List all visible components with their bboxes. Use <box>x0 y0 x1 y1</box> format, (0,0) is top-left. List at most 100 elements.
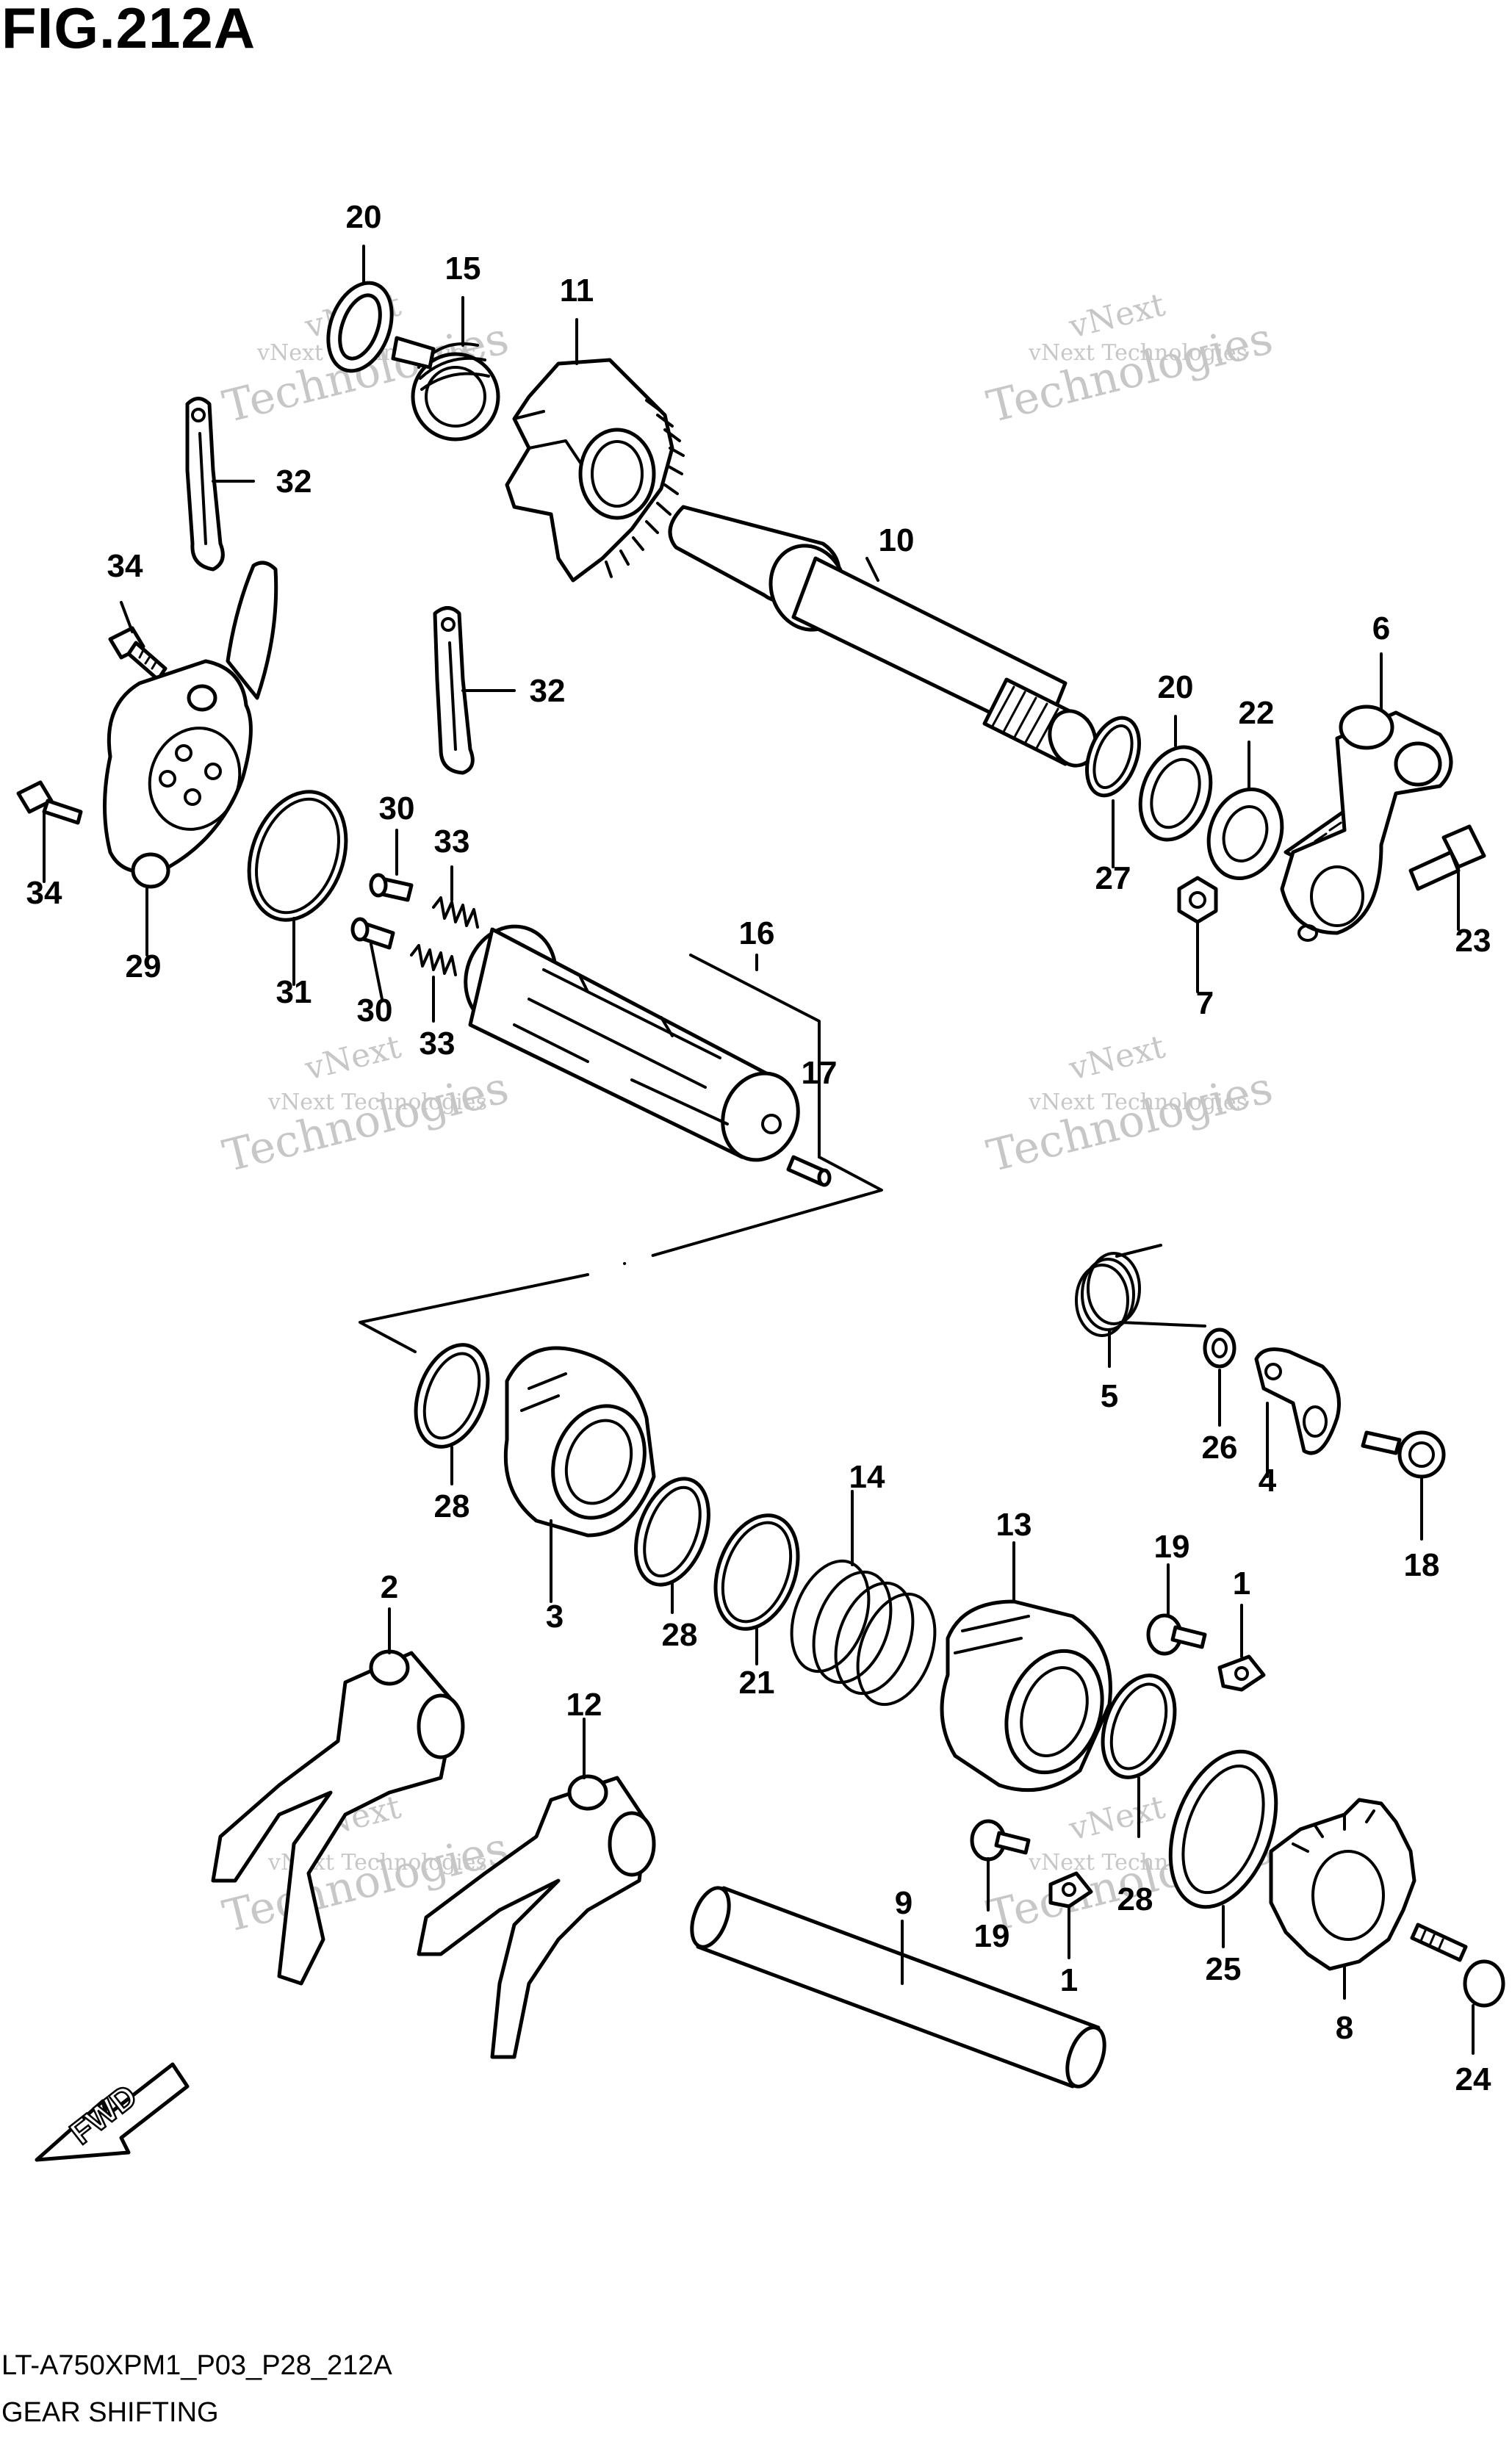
part-stopper-plate-4 <box>1254 1347 1341 1455</box>
callout-9: 9 <box>895 1885 912 1921</box>
part-strap-32-mid <box>433 606 475 775</box>
callout-31: 31 <box>276 974 312 1010</box>
part-circlip-28-b <box>634 1477 710 1587</box>
watermark-text: vNext Technologies <box>267 1089 487 1115</box>
callout-labels: 20 15 11 32 10 34 20 22 6 32 27 34 29 30… <box>26 199 1491 2097</box>
callout-28: 28 <box>662 1617 698 1653</box>
part-coil-spring-14 <box>790 1559 937 1707</box>
part-shift-shaft-10 <box>668 505 1098 768</box>
watermark-3: vNext Technologies vNext Technologies <box>218 1028 514 1182</box>
callout-30: 30 <box>357 992 393 1028</box>
part-bearing-22 <box>1206 787 1284 881</box>
part-pin-30-a <box>369 873 414 902</box>
callout-13: 13 <box>996 1507 1032 1543</box>
callout-12: 12 <box>566 1687 602 1723</box>
part-bolt-24 <box>1410 1923 1505 2008</box>
callout-24: 24 <box>1455 2061 1491 2097</box>
part-bolt-34-bottom <box>16 780 83 825</box>
part-spring-33-a <box>432 896 479 929</box>
callout-11: 11 <box>560 273 594 309</box>
watermark-text: vNext <box>300 1028 405 1088</box>
callout-4: 4 <box>1259 1463 1277 1499</box>
watermark-text: vNext <box>1065 286 1169 346</box>
part-cover-29 <box>103 561 278 889</box>
part-nut-7 <box>1177 876 1218 924</box>
part-drum-gear-13 <box>940 1599 1112 1793</box>
part-o-ring-31 <box>247 790 348 922</box>
callout-26: 26 <box>1202 1430 1238 1466</box>
part-stopper-arm-6 <box>1280 705 1453 942</box>
callout-33: 33 <box>420 1026 456 1062</box>
callout-17: 17 <box>802 1055 838 1091</box>
part-washer-1-b <box>1048 1871 1093 1909</box>
callout-23: 23 <box>1455 923 1491 959</box>
fwd-arrow-icon: FWD <box>35 2062 190 2162</box>
callout-34: 34 <box>26 875 62 911</box>
callout-3: 3 <box>546 1599 564 1635</box>
callout-22: 22 <box>1239 695 1275 731</box>
callout-21: 21 <box>739 1665 775 1701</box>
watermark-text: Technologies <box>218 1062 514 1183</box>
part-shift-fork-12 <box>417 1774 656 2059</box>
figure-model-code: LT-A750XPM1_P03_P28_212A <box>1 2350 392 2381</box>
part-washer-21 <box>713 1513 800 1631</box>
watermark-text: vNext Technologies <box>1028 340 1248 366</box>
part-bolt-19-b <box>970 1819 1031 1862</box>
callout-2: 2 <box>381 1569 398 1605</box>
callout-25: 25 <box>1206 1951 1242 1987</box>
callout-19: 19 <box>1154 1529 1190 1565</box>
callout-16: 16 <box>739 915 775 951</box>
callout-7: 7 <box>1196 985 1214 1021</box>
callout-19: 19 <box>974 1918 1010 1954</box>
part-pin-17 <box>786 1155 832 1187</box>
part-bolt-34-top <box>108 626 168 682</box>
callout-28: 28 <box>1117 1881 1153 1917</box>
figure-title: FIG.212A <box>1 0 256 60</box>
part-washer-1-a <box>1217 1654 1266 1692</box>
callout-30: 30 <box>379 790 415 826</box>
callout-8: 8 <box>1336 2010 1353 2046</box>
part-bolt-18 <box>1361 1430 1446 1479</box>
callout-29: 29 <box>126 948 162 984</box>
part-gear-3 <box>503 1346 656 1538</box>
callout-32: 32 <box>276 464 312 500</box>
part-bearing-25 <box>1168 1749 1278 1909</box>
part-gear-8 <box>1269 1798 1416 1971</box>
part-circlip-27 <box>1085 716 1141 798</box>
part-bolt-23 <box>1408 824 1486 891</box>
callout-27: 27 <box>1095 860 1131 896</box>
callout-1: 1 <box>1060 1962 1078 1998</box>
part-spring-33-b <box>410 944 457 976</box>
part-shift-quadrant-11 <box>505 358 685 583</box>
watermark-2: vNext Technologies vNext Technologies <box>982 286 1278 433</box>
callout-10: 10 <box>879 522 915 558</box>
callout-6: 6 <box>1372 610 1390 646</box>
watermark-4: vNext Technologies vNext Technologies <box>982 1028 1278 1182</box>
part-bolt-19-a <box>1146 1613 1207 1656</box>
part-washer-26 <box>1203 1327 1236 1369</box>
part-spring-15 <box>391 336 500 442</box>
callout-34: 34 <box>107 548 143 584</box>
part-circlip-28-c <box>1101 1674 1177 1779</box>
part-fork-shaft-9 <box>690 1886 1106 2089</box>
part-circlip-28-a <box>414 1343 490 1449</box>
figure-name: GEAR SHIFTING <box>1 2397 219 2428</box>
part-shift-cam-16 <box>464 924 800 1162</box>
callout-15: 15 <box>445 251 481 287</box>
callout-18: 18 <box>1404 1547 1440 1583</box>
watermark-text: vNext <box>1065 1788 1169 1848</box>
part-torsion-spring-5 <box>1075 1244 1206 1337</box>
part-pin-30-b <box>350 917 395 950</box>
callout-33: 33 <box>434 824 470 860</box>
callout-28: 28 <box>434 1488 470 1524</box>
part-strap-32-top <box>185 397 225 572</box>
watermark-text: vNext Technologies <box>1028 1089 1248 1115</box>
callout-14: 14 <box>849 1459 885 1495</box>
callout-20: 20 <box>1158 669 1194 705</box>
leader-lines <box>43 245 1475 2055</box>
part-washer-20-mid <box>1138 745 1213 842</box>
watermark-text: Technologies <box>982 1062 1278 1183</box>
callout-32: 32 <box>530 673 566 709</box>
watermark-text: vNext <box>1065 1028 1169 1088</box>
